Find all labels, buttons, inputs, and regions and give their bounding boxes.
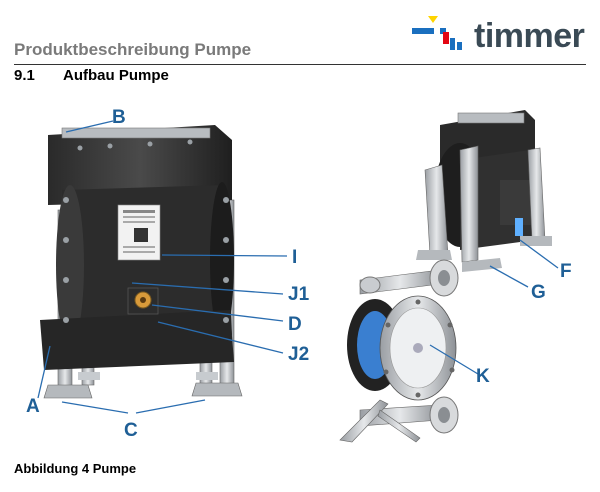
timmer-logo (410, 12, 590, 62)
page-header-title: Produktbeschreibung Pumpe (14, 40, 252, 59)
callout-i: I (292, 247, 298, 268)
callout-k: K (476, 366, 490, 387)
leader-k (429, 344, 479, 375)
leader-g (489, 265, 529, 288)
callout-f: F (560, 261, 572, 282)
pump-stainless-view (339, 259, 459, 443)
pump-front-view (40, 125, 243, 399)
callout-b: B (112, 107, 126, 128)
figure-caption: Abbildung 4 Pumpe (14, 461, 137, 476)
leader-j2 (157, 321, 284, 354)
callout-c: C (124, 420, 138, 441)
leader-c-right (135, 399, 206, 414)
leader-a (37, 345, 51, 399)
pump-rear-view (416, 110, 552, 272)
leader-j1 (131, 282, 284, 295)
leader-b (65, 120, 114, 133)
callout-j2: J2 (288, 344, 310, 365)
leader-d (151, 304, 284, 322)
section-number: 9.1 (14, 67, 35, 84)
leader-i (161, 254, 288, 257)
header-divider (14, 64, 586, 65)
callout-g: G (531, 282, 546, 303)
callout-j1: J1 (288, 284, 310, 305)
callout-a: A (26, 396, 40, 417)
brand-wordmark: timmer (474, 17, 585, 55)
section-title: Aufbau Pumpe (63, 67, 169, 84)
leader-c-left (61, 401, 129, 414)
callout-d: D (288, 314, 302, 335)
leader-f (519, 239, 559, 269)
timmer-logo-mark (412, 16, 462, 50)
callout-leaders (37, 120, 559, 414)
